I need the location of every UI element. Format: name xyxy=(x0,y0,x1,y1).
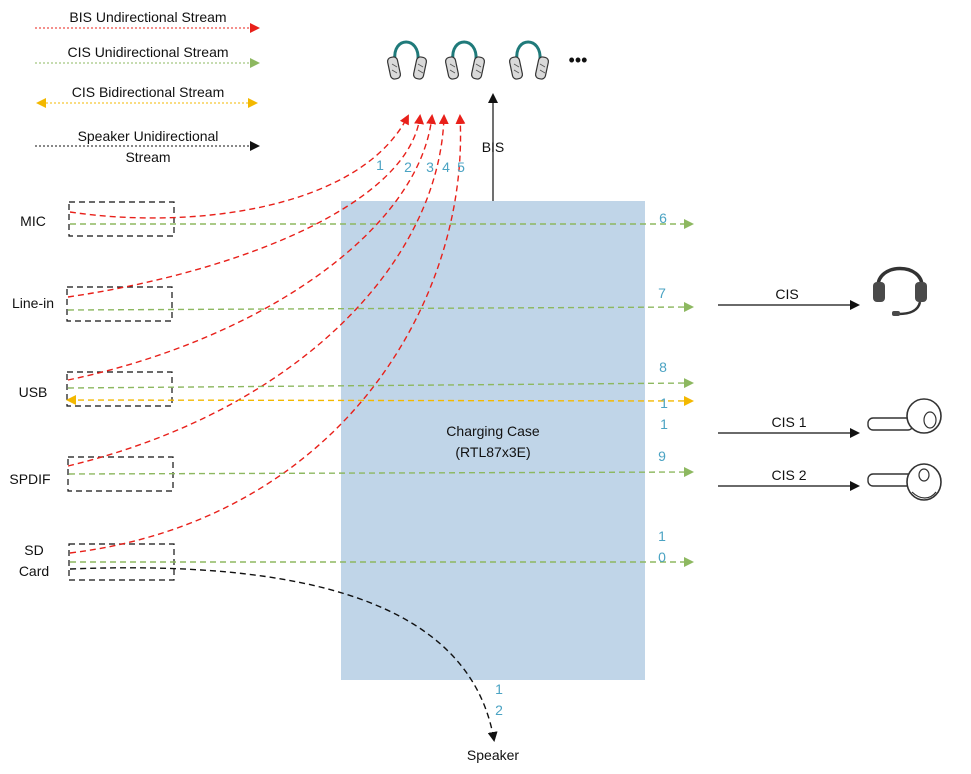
headphones-group: ••• xyxy=(386,40,588,80)
legend: BIS Undirectional Stream CIS Unidirectio… xyxy=(35,9,260,165)
stream-number-9: 9 xyxy=(658,448,666,464)
stream-number-7: 7 xyxy=(658,285,666,301)
headphones-icon xyxy=(508,40,550,80)
headphones-icon xyxy=(444,40,486,80)
legend-bis: BIS Undirectional Stream xyxy=(35,9,260,33)
stream-number-1: 1 xyxy=(376,157,384,173)
legend-speaker-label-1: Speaker Unidirectional xyxy=(78,128,219,144)
legend-speaker: Speaker Unidirectional Stream xyxy=(35,128,260,165)
headset-icon xyxy=(873,266,927,316)
earbud-icon xyxy=(867,398,942,434)
stream-number-5: 5 xyxy=(457,159,465,175)
usb-source-box xyxy=(66,371,173,407)
linein-label: Line-in xyxy=(12,295,54,311)
cis-uni-streams xyxy=(67,219,694,567)
stream-number-12-line2: 2 xyxy=(495,702,503,718)
cis-stream-8 xyxy=(67,378,694,389)
stream-number-11-line1: 1 xyxy=(660,395,668,411)
charging-case-box xyxy=(341,201,645,680)
cis2-output-label: CIS 2 xyxy=(771,467,806,483)
bis-stream-3 xyxy=(67,114,437,381)
sdcard-label-1: SD xyxy=(24,542,43,558)
speaker-label: Speaker xyxy=(467,747,519,763)
legend-cis-bi: CIS Bidirectional Stream xyxy=(36,84,258,108)
speaker-stream-12 xyxy=(69,567,498,742)
more-receivers-ellipsis: ••• xyxy=(569,50,588,70)
bis-stream-2 xyxy=(67,114,425,298)
stream-number-3: 3 xyxy=(426,159,434,175)
stream-number-2: 2 xyxy=(404,159,412,175)
stream-number-6: 6 xyxy=(659,210,667,226)
headphones-icon xyxy=(386,40,428,80)
legend-cis-uni: CIS Unidirectional Stream xyxy=(35,44,260,68)
legend-cis-bi-label: CIS Bidirectional Stream xyxy=(72,84,225,100)
bis-label: BIS xyxy=(482,139,505,155)
mic-source-box xyxy=(68,201,175,237)
stream-number-11-line2: 1 xyxy=(660,416,668,432)
stream-number-10-line2: 0 xyxy=(658,549,666,565)
cis1-output-label: CIS 1 xyxy=(771,414,806,430)
spdif-label: SPDIF xyxy=(9,471,50,487)
source-labels: MIC Line-in USB SPDIF SD Card xyxy=(9,213,54,579)
stream-number-12-line1: 1 xyxy=(495,681,503,697)
linein-source-box xyxy=(66,286,173,322)
usb-label: USB xyxy=(19,384,48,400)
legend-speaker-label-2: Stream xyxy=(125,149,170,165)
legend-cis-uni-label: CIS Unidirectional Stream xyxy=(67,44,228,60)
bis-stream-5 xyxy=(69,114,466,554)
stream-numbers: 1 2 3 4 5 6 7 8 1 1 9 1 0 1 2 xyxy=(376,157,668,718)
earbud-icon xyxy=(867,463,942,501)
legend-bis-label: BIS Undirectional Stream xyxy=(69,9,226,25)
cis-stream-9 xyxy=(68,467,694,478)
charging-case-model: (RTL87x3E) xyxy=(455,444,530,460)
cis-outputs: CIS CIS 1 CIS 2 xyxy=(718,286,860,491)
stream-number-10-line1: 1 xyxy=(658,528,666,544)
mic-label: MIC xyxy=(20,213,46,229)
cis-stream-7 xyxy=(67,302,694,313)
charging-case-title: Charging Case xyxy=(446,423,540,439)
bis-streams xyxy=(67,114,466,554)
stream-number-4: 4 xyxy=(442,159,450,175)
stream-number-8: 8 xyxy=(659,359,667,375)
cis-bidirectional-stream-11 xyxy=(66,395,694,406)
sdcard-label-2: Card xyxy=(19,563,49,579)
cis-output-label: CIS xyxy=(775,286,798,302)
bis-stream-4 xyxy=(67,114,449,467)
bis-stream-1 xyxy=(69,114,409,219)
source-boxes xyxy=(66,201,175,581)
